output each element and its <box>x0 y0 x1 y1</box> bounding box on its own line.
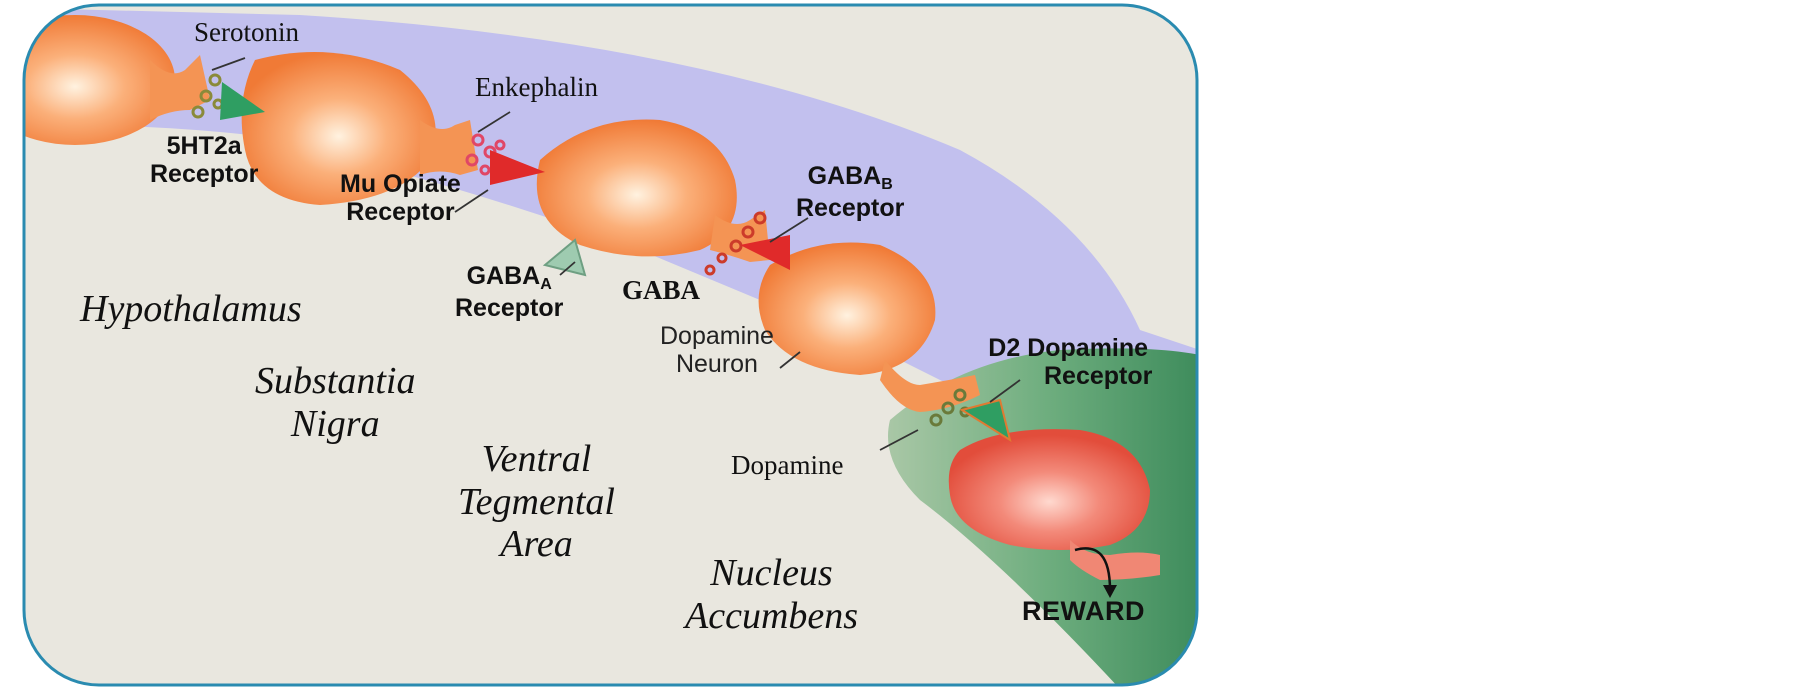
gaba-label: GABA <box>622 275 701 305</box>
gaba-b-label-line2: Receptor <box>796 193 905 222</box>
5ht2a-receptor-label: 5HT2a Receptor <box>150 132 258 188</box>
gaba-b-receptor-label: GABAB Receptor <box>796 162 904 222</box>
gaba-b-receptor-shape <box>740 235 790 270</box>
mu-opiate-receptor-shape <box>490 150 545 185</box>
5ht2a-label-line1: 5HT2a <box>166 132 242 160</box>
d2-label-line1: D2 Dopamine <box>988 334 1149 362</box>
enkephalin-neuron <box>241 52 478 205</box>
gaba-a-sub: A <box>540 276 552 293</box>
gaba-a-label-line2: Receptor <box>455 293 564 322</box>
reward-arrow <box>1074 547 1112 591</box>
d2-label-line2: Receptor <box>1044 362 1153 390</box>
mu-opiate-receptor-label: Mu Opiate Receptor <box>340 170 461 226</box>
nucleus-line1: Nucleus <box>710 552 833 594</box>
gaba-a-label-line1: GABAA <box>455 262 563 294</box>
5ht2a-receptor-shape <box>220 82 265 120</box>
gaba-b-label-line1: GABAB <box>796 162 904 194</box>
vta-line1: Ventral <box>481 438 592 480</box>
5ht2a-label-line2: Receptor <box>150 160 259 188</box>
substantia-line1: Substantia <box>255 360 416 402</box>
region-nucleus-accumbens: Nucleus Accumbens <box>685 552 858 637</box>
d2-receptor-shape <box>959 398 1012 443</box>
d2-dopamine-receptor-label: D2 Dopamine Receptor <box>984 334 1152 390</box>
vta-line2: Tegmental <box>458 480 615 523</box>
gaba-vesicles <box>704 211 767 276</box>
gaba-a-receptor-label: GABAA Receptor <box>455 262 563 322</box>
gaba-b-sub: B <box>881 176 893 193</box>
dopamine-vesicles <box>929 388 971 427</box>
region-hypothalamus: Hypothalamus <box>80 288 302 330</box>
reward-arrowhead <box>1103 585 1117 598</box>
dopamine-neuron-line2: Neuron <box>675 350 758 378</box>
serotonin-vesicles <box>191 73 224 119</box>
gaba-b-main: GABA <box>807 162 882 190</box>
frame-border <box>22 3 1199 687</box>
nucleus-line2: Accumbens <box>685 594 859 637</box>
leader-lines <box>211 57 1021 451</box>
serotonin-label: Serotonin <box>194 17 299 47</box>
vta-line3: Area <box>500 523 573 566</box>
mu-label-line2: Receptor <box>346 198 455 226</box>
dopamine-neuron-line1: Dopamine <box>660 322 774 350</box>
mu-label-line1: Mu Opiate <box>340 170 461 198</box>
enkephalin-label: Enkephalin <box>475 72 598 102</box>
reward-label: REWARD <box>1022 596 1145 626</box>
dopamine-neuron-label: Dopamine Neuron <box>660 322 774 378</box>
region-substantia-nigra: Substantia Nigra <box>255 360 415 445</box>
region-ventral-tegmental-area: Ventral Tegmental Area <box>458 438 615 566</box>
gaba-a-main: GABA <box>466 262 541 290</box>
accumbens-neuron <box>948 429 1160 580</box>
dopamine-label: Dopamine <box>731 450 844 480</box>
substantia-line2: Nigra <box>290 402 380 445</box>
